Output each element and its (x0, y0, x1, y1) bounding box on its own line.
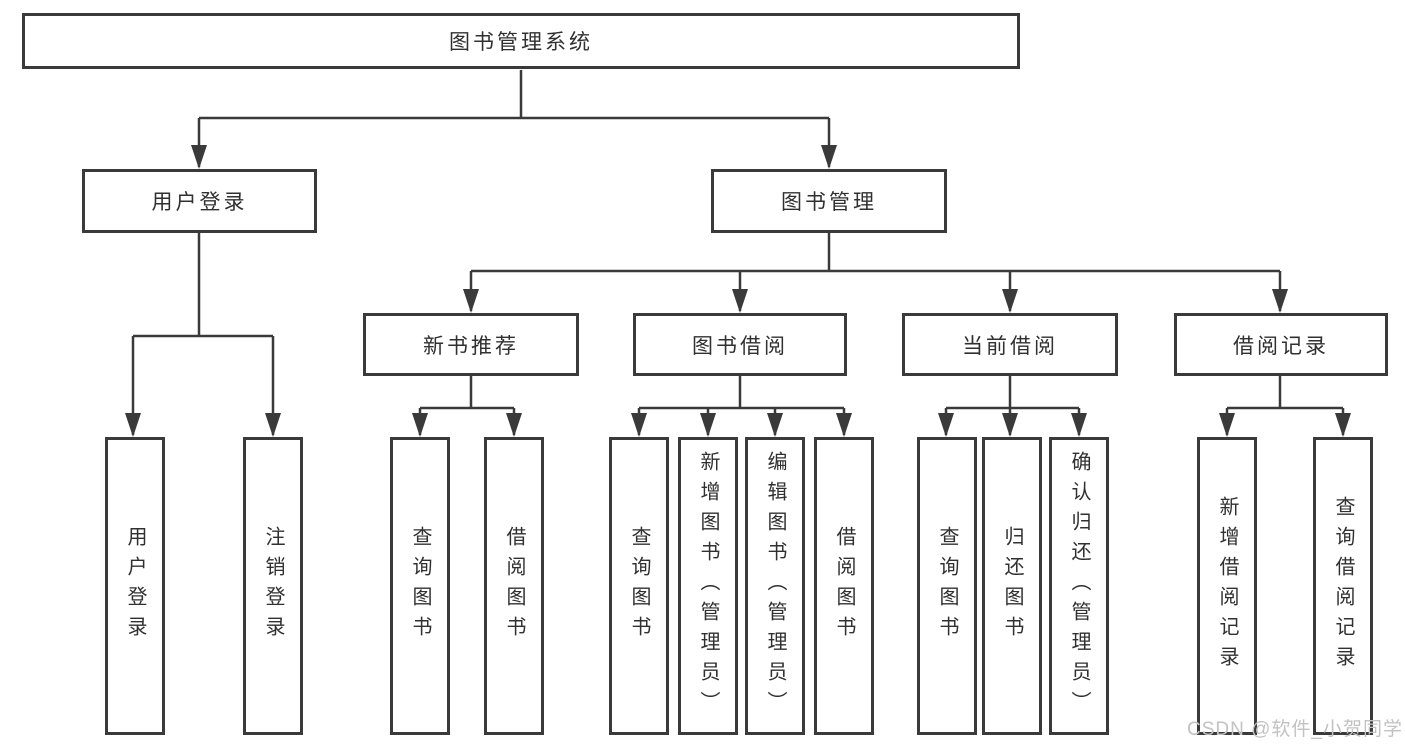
leaf-node-recommend-query-book: 查询图书 (390, 437, 450, 735)
csdn-watermark: CSDN @软件_小贺同学 (1187, 719, 1403, 740)
branch-node-book-borrow: 图书借阅 (633, 313, 847, 376)
leaf-node-logout: 注销登录 (243, 437, 303, 735)
branch-node-current-borrow: 当前借阅 (902, 313, 1118, 376)
branch-node-new-book-recommend: 新书推荐 (363, 313, 579, 376)
branch-node-book-management: 图书管理 (711, 169, 947, 233)
leaf-node-recommend-borrow-book: 借阅图书 (484, 437, 544, 735)
branch-node-user-login: 用户登录 (82, 169, 317, 233)
leaf-node-borrow-book: 借阅图书 (814, 437, 874, 735)
leaf-node-borrow-query-book: 查询图书 (609, 437, 669, 735)
leaf-node-return-book: 归还图书 (982, 437, 1042, 735)
branch-node-borrow-record: 借阅记录 (1174, 313, 1388, 376)
leaf-node-add-book-admin: 新增图书（管理员） (678, 437, 738, 735)
leaf-node-edit-book-admin: 编辑图书（管理员） (745, 437, 805, 735)
leaf-node-add-borrow-record: 新增借阅记录 (1197, 437, 1257, 735)
leaf-node-confirm-return-admin: 确认归还（管理员） (1049, 437, 1109, 735)
leaf-node-query-borrow-record: 查询借阅记录 (1313, 437, 1373, 735)
root-node-library-system: 图书管理系统 (22, 13, 1020, 69)
leaf-node-current-query-book: 查询图书 (917, 437, 977, 735)
leaf-node-user-login: 用户登录 (105, 437, 165, 735)
